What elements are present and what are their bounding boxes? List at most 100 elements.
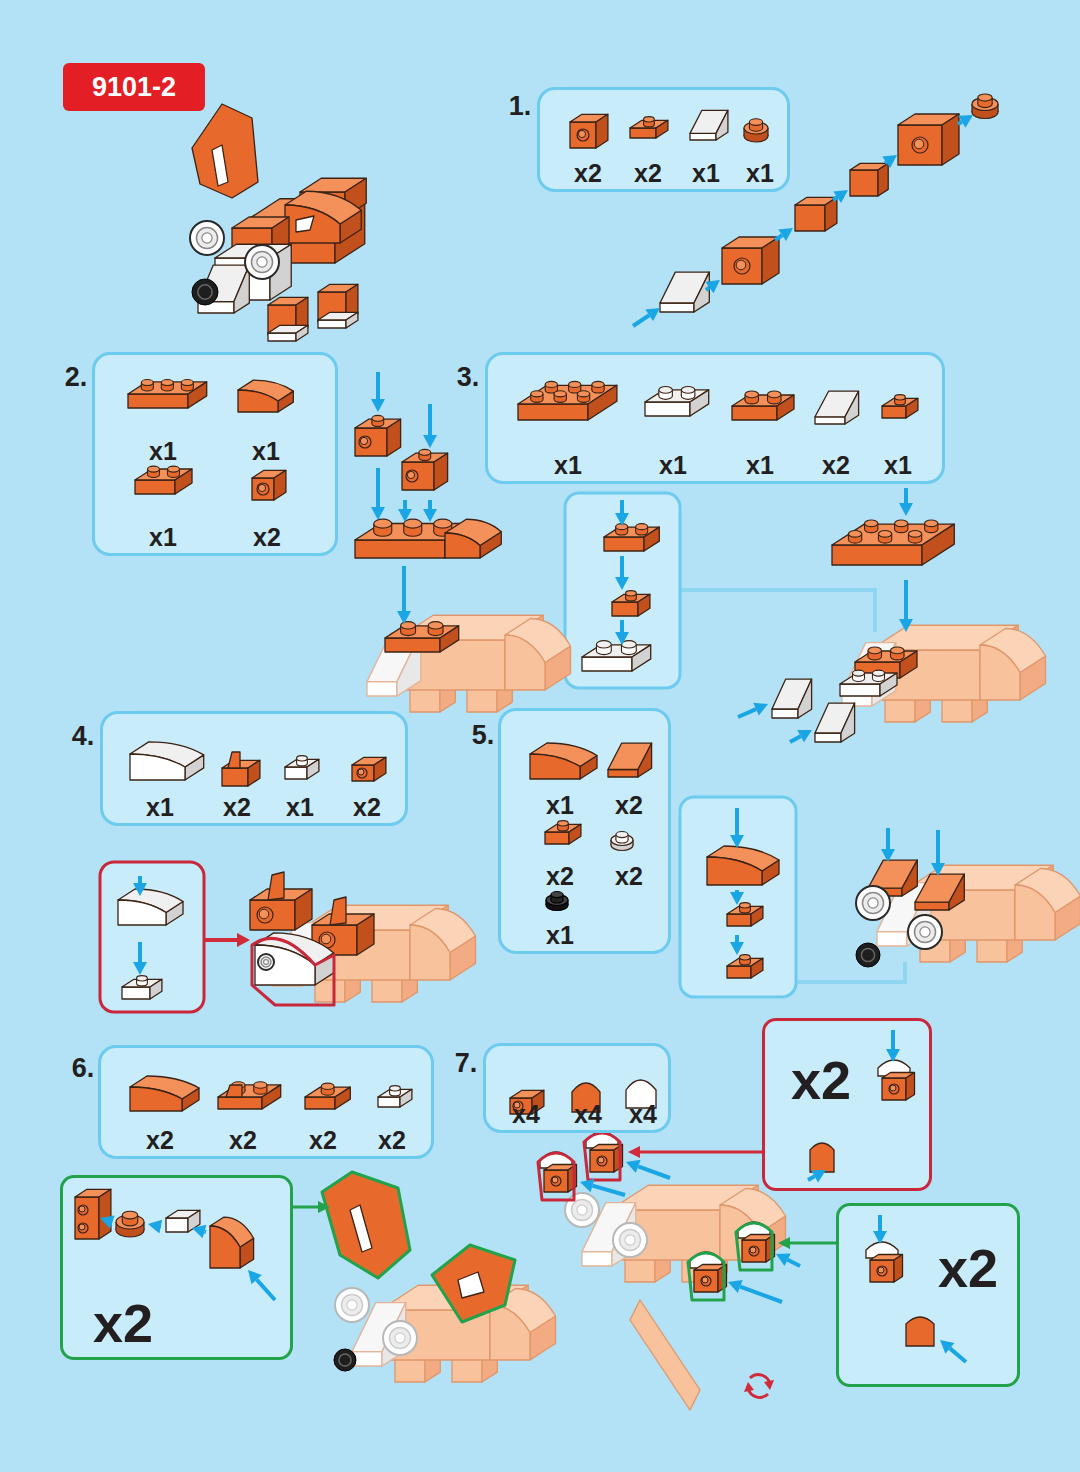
- brick-shape: [701, 1276, 711, 1286]
- brick-shape: [257, 483, 269, 495]
- brick-shape: [552, 1177, 558, 1183]
- brick-shape: [252, 478, 274, 500]
- brick-shape: [810, 1143, 834, 1172]
- brick-shape: [390, 1086, 401, 1091]
- brick-shape: [268, 333, 296, 341]
- part-quantity: x2: [822, 451, 850, 479]
- arrow-head: [192, 1225, 206, 1238]
- part-quantity: x2: [574, 159, 602, 187]
- brick-shape: [261, 957, 271, 967]
- assembly-arrow: [958, 122, 962, 124]
- highlight-outline: [688, 1253, 724, 1300]
- part-quantity: x2: [223, 793, 251, 821]
- brick-shape: [268, 872, 284, 900]
- brick-shape: [347, 1300, 357, 1310]
- brick-shape: [137, 976, 148, 981]
- text-holder: x1: [659, 453, 687, 478]
- rotate-symbol: [744, 1382, 754, 1392]
- brick-shape: [389, 1327, 410, 1348]
- brick-shape: [148, 466, 160, 472]
- brick-shape: [882, 406, 906, 418]
- brick-shape: [690, 133, 716, 140]
- arrow-head: [931, 863, 945, 876]
- arrow-head: [811, 1170, 826, 1182]
- brick-shape: [865, 520, 878, 527]
- brick-shape: [274, 470, 286, 500]
- brick-shape: [772, 709, 798, 718]
- text-holder: x2: [146, 1128, 174, 1153]
- arrow-head: [645, 308, 660, 321]
- assembly-arrow: [620, 620, 624, 632]
- arrow-head: [423, 509, 437, 522]
- brick-shape: [355, 540, 445, 558]
- arrow-head: [100, 1215, 115, 1228]
- brick-shape: [732, 406, 777, 420]
- brick-shape: [740, 955, 751, 960]
- brick-shape: [254, 1082, 267, 1089]
- text-holder: 7.: [455, 1050, 478, 1077]
- brick-shape: [257, 257, 267, 267]
- arrow-head: [753, 703, 768, 716]
- brick-shape: [841, 703, 855, 742]
- brick-shape: [626, 591, 637, 596]
- brick-shape: [196, 227, 217, 248]
- brick-shape: [861, 948, 874, 961]
- title-badge: 9101-2: [63, 63, 205, 111]
- brick-shape: [942, 114, 959, 165]
- assembly-arrow: [205, 938, 237, 942]
- brick-shape: [569, 381, 581, 387]
- brick-shape: [873, 670, 885, 676]
- brick-shape: [660, 303, 694, 312]
- brick-shape: [914, 921, 935, 942]
- brick-shape: [590, 1150, 614, 1172]
- text-holder: x1: [746, 161, 774, 186]
- text-holder: 5.: [472, 722, 495, 749]
- text-holder: x2: [93, 1296, 153, 1350]
- brick-shape: [385, 638, 440, 652]
- text-holder: x2: [223, 795, 251, 820]
- brick-shape: [79, 1224, 85, 1230]
- brick-shape: [341, 1294, 362, 1315]
- brick-shape: [877, 1266, 887, 1276]
- assembly-arrow: [886, 828, 890, 849]
- text-holder: x4: [574, 1102, 602, 1127]
- part-quantity: x2: [378, 1126, 406, 1154]
- arrow-head: [886, 1049, 900, 1062]
- brick-shape: [582, 657, 632, 671]
- assembly-arrow: [735, 808, 739, 835]
- brick-shape: [681, 387, 695, 394]
- brick-shape: [768, 391, 782, 398]
- arrow-head: [133, 883, 147, 896]
- brick-shape: [856, 943, 880, 967]
- brick-shape: [458, 1272, 484, 1298]
- brick-shape: [762, 237, 779, 284]
- brick-shape: [750, 1247, 756, 1253]
- brick-shape: [891, 647, 905, 654]
- brick-shape: [645, 402, 690, 416]
- brick-shape: [902, 860, 917, 896]
- brick-shape: [898, 125, 942, 165]
- brick-shape: [395, 1358, 425, 1382]
- arrow-head: [833, 190, 848, 203]
- text-holder: x2: [938, 1241, 998, 1295]
- brick-shape: [598, 1157, 604, 1163]
- brick-shape: [118, 900, 166, 925]
- brick-shape: [588, 385, 617, 420]
- brick-shape: [226, 1085, 242, 1097]
- step-number: 2.: [65, 362, 88, 392]
- brick-shape: [554, 391, 566, 397]
- brick-shape: [694, 272, 709, 312]
- brick-shape: [406, 470, 418, 482]
- callout-box: x2: [762, 1018, 932, 1191]
- highlight-outline: [322, 1172, 410, 1278]
- brick-shape: [878, 1267, 884, 1273]
- assembly-arrow: [936, 830, 940, 863]
- arrow-head: [728, 1280, 743, 1293]
- brick-shape: [890, 1085, 896, 1091]
- brick-shape: [122, 987, 150, 999]
- brick-shape: [222, 768, 248, 786]
- brick-shape: [378, 1097, 400, 1107]
- brick-shape: [79, 1206, 85, 1212]
- brick-shape: [638, 594, 650, 616]
- brick-shape: [922, 524, 954, 565]
